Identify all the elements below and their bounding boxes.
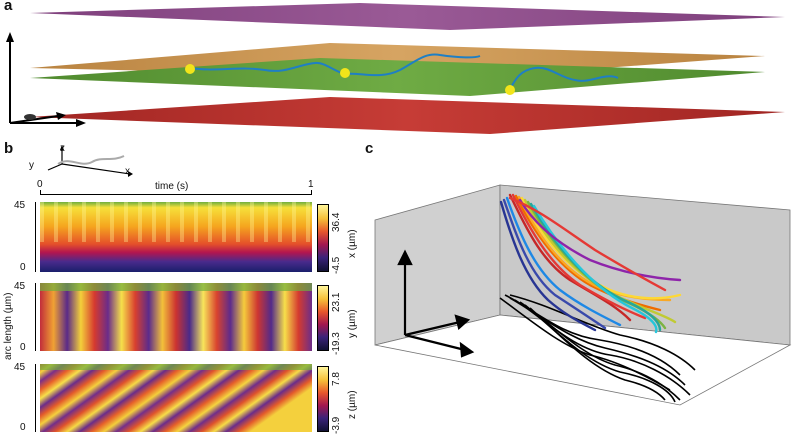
filament-3 bbox=[509, 66, 619, 90]
panel-label-c: c bbox=[365, 140, 374, 157]
panel-c-axes bbox=[397, 249, 475, 358]
axis-icon-y-label: y bbox=[29, 160, 34, 171]
arc-length-axis-label: arc length (µm) bbox=[3, 292, 14, 360]
heatmap-y-ytick-top: 45 bbox=[14, 281, 26, 292]
heatmap-y bbox=[40, 283, 312, 351]
colored-filaments bbox=[499, 193, 682, 334]
bead-3 bbox=[505, 85, 515, 95]
panel-a-figure bbox=[6, 3, 785, 134]
panel-b-axis-icon bbox=[47, 145, 133, 177]
panel-c-figure bbox=[374, 184, 792, 406]
colorbar-z bbox=[317, 366, 329, 432]
time-axis-line bbox=[40, 194, 312, 195]
heatmap-x-ytick-top: 45 bbox=[14, 200, 26, 211]
heatmap-z-ytick-bottom: 0 bbox=[20, 422, 26, 433]
panel-label-b: b bbox=[4, 140, 14, 157]
panel-label-a: a bbox=[4, 0, 13, 14]
colorbar-x-min: -4.5 bbox=[331, 256, 342, 274]
plane-red bbox=[30, 97, 785, 134]
colorbar-x-max: 36.4 bbox=[331, 212, 342, 232]
bead-2 bbox=[340, 68, 350, 78]
time-axis-start: 0 bbox=[37, 179, 43, 190]
time-axis-label: time (s) bbox=[155, 181, 189, 192]
colorbar-x bbox=[317, 204, 329, 272]
colorbar-z-max: 7.8 bbox=[331, 372, 342, 386]
heatmap-y-ytick-bottom: 0 bbox=[20, 342, 26, 353]
filament-2 bbox=[344, 53, 481, 77]
bead-1 bbox=[185, 64, 195, 74]
colorbar-y-label: y (µm) bbox=[347, 309, 358, 338]
filament-1 bbox=[189, 61, 346, 75]
time-axis-end: 1 bbox=[308, 179, 314, 190]
axis-icon-z-label: z bbox=[60, 143, 65, 154]
plane-green bbox=[30, 58, 765, 96]
colorbar-z-label: z (µm) bbox=[347, 390, 358, 419]
heatmap-x-ytick-bottom: 0 bbox=[20, 262, 26, 273]
colorbar-z-min: -3.9 bbox=[331, 416, 342, 434]
heatmap-z bbox=[40, 364, 312, 432]
heatmap-x bbox=[40, 202, 312, 272]
axis-icon-x-label: x bbox=[125, 166, 130, 177]
plane-purple bbox=[30, 3, 785, 30]
shadow-filaments bbox=[499, 294, 696, 403]
colorbar-y-max: 23.1 bbox=[331, 292, 342, 312]
colorbar-y bbox=[317, 285, 329, 351]
colorbar-x-label: x (µm) bbox=[347, 229, 358, 258]
heatmap-z-ytick-top: 45 bbox=[14, 362, 26, 373]
colorbar-y-min: -19.3 bbox=[331, 332, 342, 355]
